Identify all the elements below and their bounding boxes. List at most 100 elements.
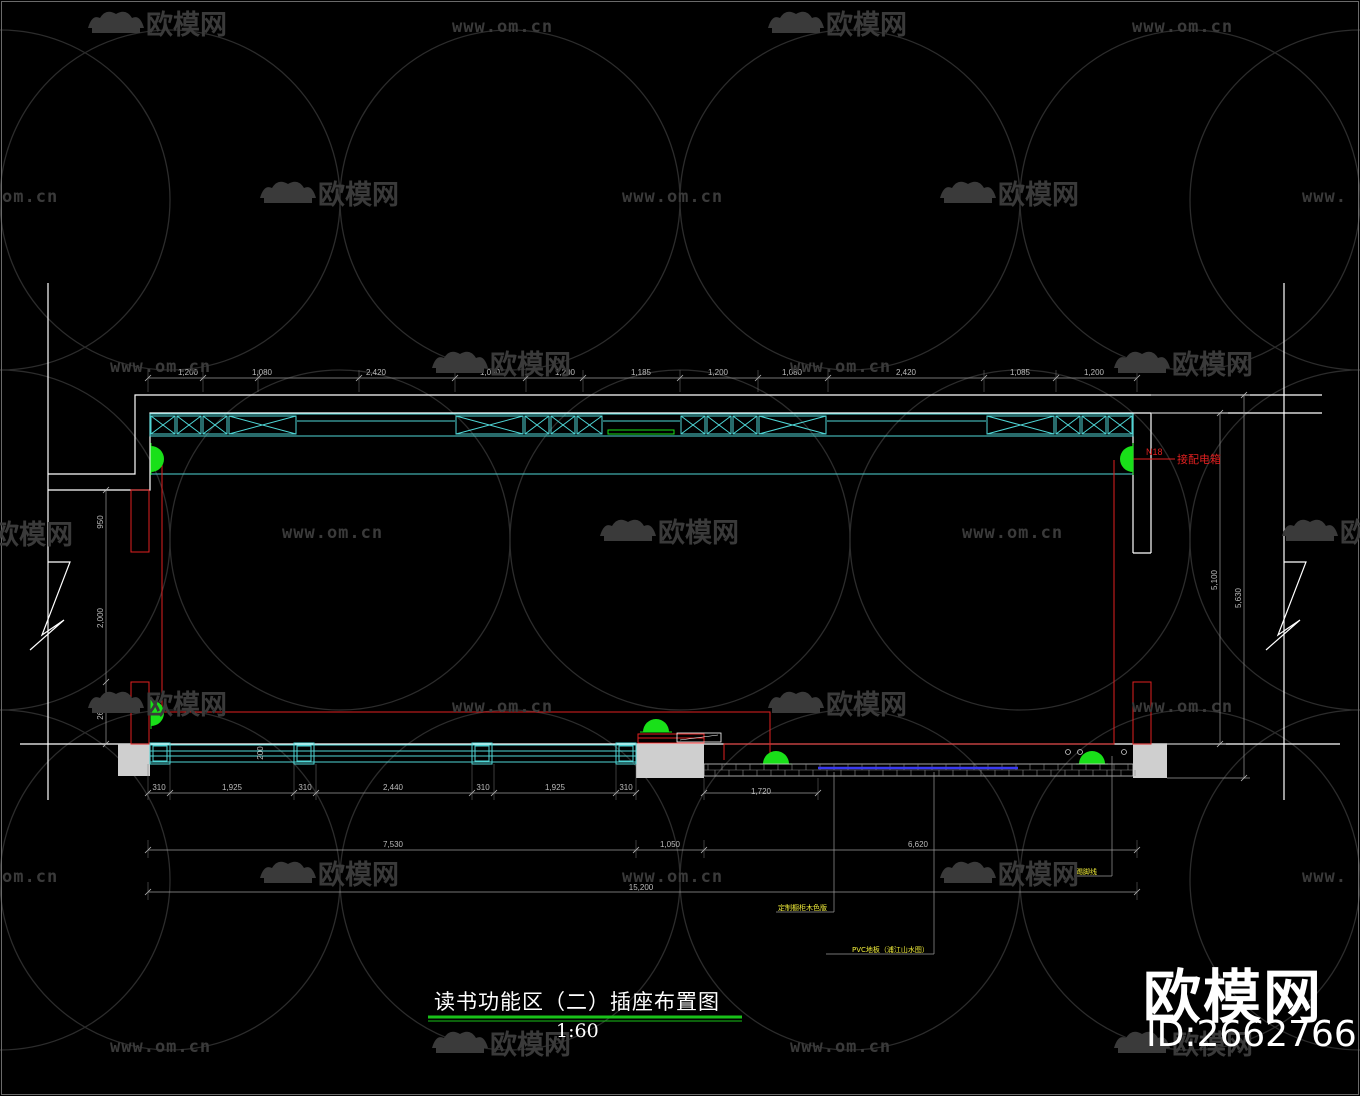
socket-icon bbox=[151, 700, 164, 726]
watermark-url: www. bbox=[1302, 187, 1347, 207]
cabinet-unit bbox=[758, 415, 827, 435]
dimension-total: 7,530 bbox=[383, 840, 404, 849]
window-post-inner bbox=[152, 745, 168, 762]
watermark-url: www.om.cn bbox=[110, 1037, 211, 1057]
watermark-logo: 欧模网 bbox=[432, 350, 571, 381]
sofa-icon bbox=[600, 519, 656, 536]
sofa-icon-base bbox=[1286, 536, 1334, 541]
sofa-icon bbox=[88, 691, 144, 708]
window-post bbox=[471, 742, 493, 765]
cabinet-cross bbox=[732, 415, 758, 435]
socket-icon bbox=[151, 446, 164, 472]
sofa-icon-base bbox=[436, 1048, 484, 1053]
watermark-brand: 欧模网 bbox=[998, 180, 1079, 211]
cabinet-unit bbox=[986, 415, 1055, 435]
dimension-left-small: 200 bbox=[256, 746, 265, 760]
watermark-brand: 欧模网 bbox=[318, 860, 399, 891]
sofa-icon-base bbox=[1118, 368, 1166, 373]
socket-icon bbox=[643, 719, 669, 732]
cabinet-unit bbox=[1107, 415, 1133, 435]
watermark-url: www.om.cn bbox=[110, 357, 211, 377]
dimension-top: 1,185 bbox=[631, 368, 652, 377]
watermark-url: www.om.cn bbox=[790, 357, 891, 377]
socket-icon bbox=[763, 751, 789, 764]
dimension-top: 1,200 bbox=[555, 368, 576, 377]
cabinet-unit bbox=[202, 415, 228, 435]
dimension-tick bbox=[1216, 409, 1224, 417]
watermark-brand: 欧模网 bbox=[658, 518, 739, 549]
dimension-right: 5,630 bbox=[1234, 587, 1243, 608]
watermark-circle bbox=[1189, 29, 1360, 371]
watermark-logo: 欧模网 bbox=[1282, 518, 1360, 549]
dimension-lines bbox=[105, 377, 1250, 955]
cabinet-unit bbox=[1055, 415, 1081, 435]
watermarks: 欧模网欧模网欧模网欧模网欧模网欧模网欧模网欧模网欧模网欧模网欧模网欧模网欧模网w… bbox=[0, 10, 1360, 1061]
dimension-ticks bbox=[102, 370, 1248, 900]
dimension-top: 1,200 bbox=[178, 368, 199, 377]
sofa-icon-base bbox=[944, 878, 992, 883]
sofa-icon-base bbox=[772, 28, 820, 33]
dimension-top: 1,080 bbox=[480, 368, 501, 377]
sofa-icon bbox=[768, 11, 824, 28]
cabinet-unit bbox=[680, 415, 706, 435]
watermark-url: www.om.cn bbox=[452, 697, 553, 717]
dimension-top: 2,420 bbox=[366, 368, 387, 377]
sofa-icon bbox=[260, 861, 316, 878]
cabinet-cross bbox=[150, 415, 176, 435]
dimension-bottom: 310 bbox=[298, 783, 312, 792]
top-cabinets bbox=[149, 413, 1134, 475]
watermark-logo: 欧模网 bbox=[768, 10, 907, 41]
watermark-brand: 欧模网 bbox=[490, 1030, 571, 1061]
cabinet-cross bbox=[680, 415, 706, 435]
watermark-brand: 欧模网 bbox=[1172, 1030, 1253, 1061]
watermark-url: om.cn bbox=[2, 867, 58, 887]
sofa-icon-base bbox=[264, 198, 312, 203]
watermark-circle bbox=[1019, 29, 1360, 371]
panel-label: 接配电箱 bbox=[1177, 452, 1221, 466]
floor-detail bbox=[676, 732, 1136, 777]
watermark-circle bbox=[1019, 709, 1360, 1051]
dimension-tick bbox=[102, 740, 110, 748]
watermark-logo: 欧模网 bbox=[940, 860, 1079, 891]
window-post-inner bbox=[296, 745, 312, 762]
sofa-icon-base bbox=[944, 198, 992, 203]
watermark-url: www.om.cn bbox=[1132, 697, 1233, 717]
sofa-icon bbox=[940, 861, 996, 878]
sofa-icon bbox=[768, 691, 824, 708]
dimension-top: 2,420 bbox=[896, 368, 917, 377]
cabinet-cross bbox=[986, 415, 1055, 435]
dimension-tick bbox=[102, 678, 110, 686]
watermark-logo: 欧模网 bbox=[260, 180, 399, 211]
cabinet-unit bbox=[455, 415, 524, 435]
watermark-url: www.om.cn bbox=[962, 523, 1063, 543]
socket-icon bbox=[1120, 446, 1133, 472]
cabinet-cross bbox=[202, 415, 228, 435]
socket-icon bbox=[1079, 751, 1105, 764]
cabinet-cross bbox=[524, 415, 550, 435]
dimension-top: 1,200 bbox=[1084, 368, 1105, 377]
cabinet-unit bbox=[732, 415, 758, 435]
cabinet-unit bbox=[150, 415, 176, 435]
dimension-bottom: 310 bbox=[152, 783, 166, 792]
cabinet-cross bbox=[1107, 415, 1133, 435]
dimension-tick bbox=[1240, 774, 1248, 782]
annotations: N18 接配电箱 踢脚线 定制橱柜木色版 PVC地板（浦江山水图） bbox=[778, 447, 1221, 954]
watermark-logo: 欧模网 bbox=[432, 1030, 571, 1061]
watermark-url: www.om.cn bbox=[622, 867, 723, 887]
cabinet-unit bbox=[550, 415, 576, 435]
cabinet-cross bbox=[1081, 415, 1107, 435]
watermark-brand-cut: 欧模网 bbox=[0, 520, 73, 551]
dimension-bottom: 310 bbox=[619, 783, 633, 792]
sofa-icon bbox=[940, 181, 996, 198]
cabinet-unit bbox=[706, 415, 732, 435]
cabinet-cross bbox=[455, 415, 524, 435]
annotation-skirting: 踢脚线 bbox=[1076, 867, 1097, 876]
cabinet-unit bbox=[576, 415, 603, 435]
watermark-brand: 欧模网 bbox=[490, 350, 571, 381]
sofa-icon-base bbox=[264, 878, 312, 883]
cabinet-unit bbox=[176, 415, 202, 435]
watermark-brand: 欧模网 bbox=[826, 10, 907, 41]
dimension-right: 5,100 bbox=[1210, 569, 1219, 590]
